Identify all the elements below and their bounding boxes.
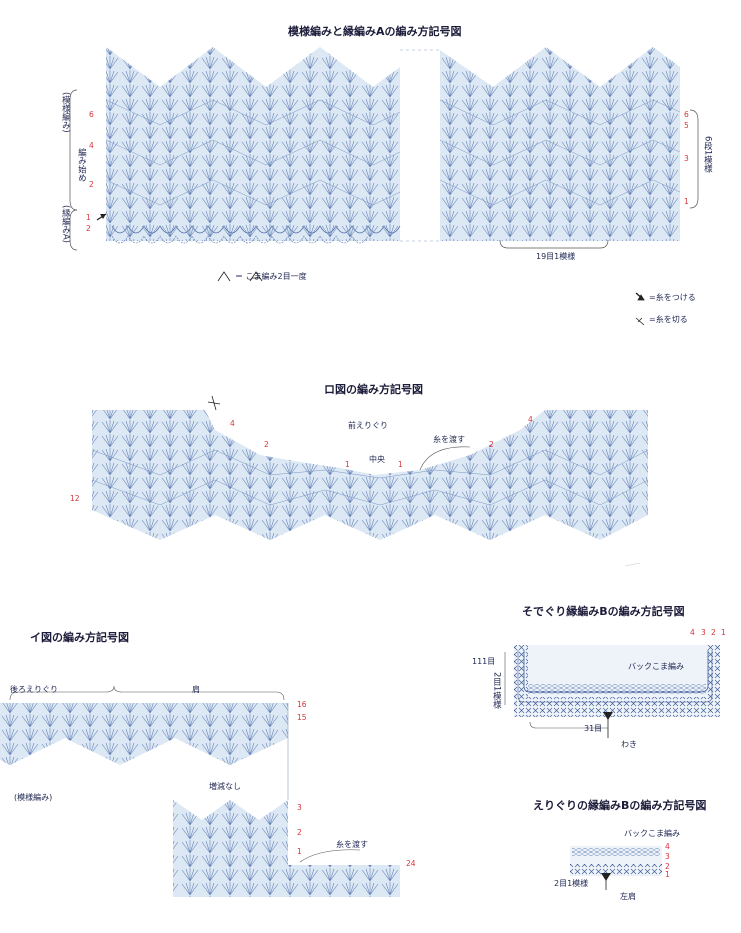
legend-symbols [217,271,645,326]
neck-back-sc-label: バックこま編み [624,829,680,838]
sleeve-31-label: 31目 [584,724,603,733]
back-neck-label: 後ろえりぐり [10,685,58,694]
sleeve-repeat-label: 2目1模様 [491,672,502,709]
repeat-stitches-label: 19目1模様 [536,252,576,261]
row-ro-left-1: 1 [345,460,350,469]
row-i-24: 24 [406,859,416,868]
neck-title: えりぐりの縁編みBの編み方記号図 [533,799,707,812]
row-i-2: 2 [297,828,302,837]
i-carry-label: 糸を渡す [336,840,368,849]
shoulder-label: 肩 [192,685,200,694]
row-a-right-6: 6 [684,110,689,119]
diagram-a-right-block [439,47,699,249]
diagram-a-start-label: 編み始め [76,148,87,182]
row-a-left-2: 2 [89,180,94,189]
legend-decrease-text: ＝ こま編み2目一度 [235,272,307,281]
row-ro-right-4: 4 [528,415,533,424]
row-a-right-3: 3 [684,154,689,163]
front-neck-label: 前えりぐり [348,421,388,430]
diagram-ro-title: ロ図の編み方記号図 [324,383,423,396]
diagram-neck-block [570,846,662,890]
sleeve-row-3: 3 [701,628,706,637]
edging-a-scallops [111,225,401,234]
center-label: 中央 [369,455,385,464]
row-ro-right-2: 2 [489,440,494,449]
row-a-right-1: 1 [684,197,689,206]
i-pattern-label: (模様編み) [14,793,53,802]
diagram-a-pattern-label: (模様編み) [60,92,71,133]
sleeve-back-sc-label: バックこま編み [628,662,684,671]
row-ro-left-4: 4 [230,419,235,428]
row-a-right-5: 5 [684,121,689,130]
row-a-left-1: 1 [86,213,91,222]
sleeve-side-label: わき [621,740,637,749]
ro-carry-label: 糸を渡す [433,435,465,444]
neck-row-1: 1 [665,870,670,879]
neck-shoulder-label: 左肩 [620,892,636,901]
sleeve-111-label: 111目 [472,657,496,666]
legend-cut-text: =糸を切る [649,315,688,324]
row-i-1: 1 [297,847,302,856]
row-a-left-2b: 2 [86,224,91,233]
diagram-i-lower-block [173,703,400,897]
diagram-a-title: 模様編みと縁編みAの編み方記号図 [288,25,462,38]
neck-row-2: 2 [665,862,670,871]
diagram-sleeve-block [504,645,720,738]
row-ro-12: 12 [70,494,80,503]
sleeve-title: そでぐり縁編みBの編み方記号図 [522,605,685,618]
row-i-16: 16 [297,700,307,709]
repeat-rows-label: 6段1模様 [702,136,713,173]
no-shaping-label: 増減なし [209,782,241,791]
row-ro-right-1: 1 [398,460,403,469]
sleeve-row-1: 1 [721,628,726,637]
row-i-15: 15 [297,713,307,722]
neck-row-3: 3 [665,852,670,861]
legend-attach-text: =糸をつける [649,293,696,302]
row-a-left-6: 6 [89,110,94,119]
row-ro-left-2: 2 [264,440,269,449]
diagram-i-top-block [0,685,288,765]
diagram-i-title: イ図の編み方記号図 [30,631,129,644]
diagram-a-break [400,49,440,242]
diagram-a-edge-label: (縁編みA) [60,205,71,243]
sleeve-row-2: 2 [711,628,716,637]
diagram-ro-block [91,395,649,540]
neck-row-4: 4 [665,842,670,851]
sleeve-row-4: 4 [690,628,695,637]
row-a-left-4: 4 [89,141,94,150]
row-i-3: 3 [297,803,302,812]
diagram-a-left-block [69,47,401,251]
neck-repeat-label: 2目1模様 [554,879,589,888]
